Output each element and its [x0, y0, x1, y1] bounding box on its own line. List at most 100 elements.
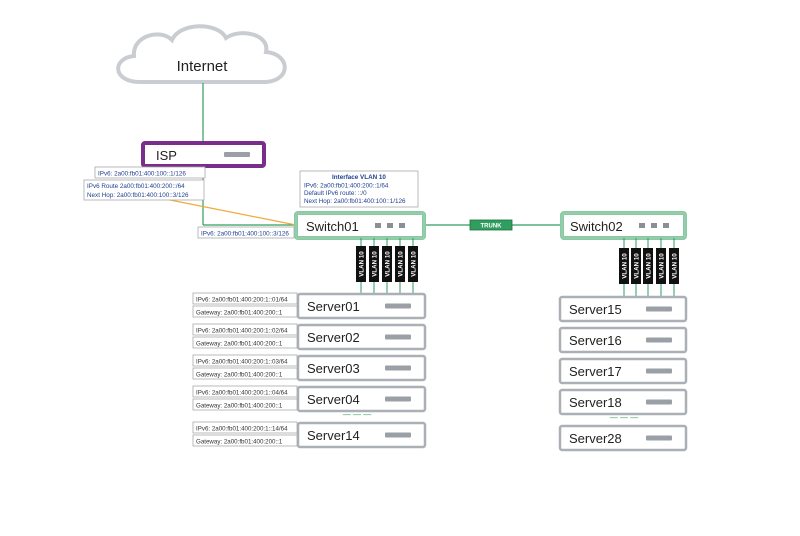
isp-info-box: IPv6: 2a00:fb01:400:100::1/126 IPv6 Rout…	[83, 166, 206, 201]
server-ipv6-box	[192, 292, 298, 305]
vlan-tag-label: VLAN 10	[634, 253, 641, 279]
switch01-uplink-box: IPv6: 2a00:fb01:400:100::3/126	[197, 226, 295, 239]
vlan-tag	[619, 248, 629, 284]
servers-left: Server01 IPv6: 2a00:fb01:400:200:1::01/64…	[192, 292, 427, 449]
server-ipv6-box	[192, 421, 298, 434]
vlan-tag	[656, 248, 666, 284]
ellipsis-right: — — —	[610, 413, 638, 422]
switch01-uplink-ipv6: IPv6: 2a00:fb01:400:100::3/126	[201, 231, 289, 238]
switch01-port-2	[387, 223, 393, 228]
switch01-port-3	[399, 223, 405, 228]
server-gateway: Gateway: 2a00:fb01:400:200::1	[196, 310, 283, 317]
server-box	[558, 326, 688, 354]
isp-label: ISP	[156, 148, 177, 163]
switch01-default-route: Default IPv6 route: ::/0	[304, 190, 367, 197]
vlan-tag	[356, 246, 366, 282]
server-3: Server04	[296, 385, 427, 413]
switch01-interface-box: Interface VLAN 10 IPv6: 2a00:fb01:400:20…	[299, 170, 419, 208]
vlan-tag	[382, 246, 392, 282]
switch01-port-1	[375, 223, 381, 228]
server-4: Server28	[558, 424, 688, 452]
switch01-interface-title: Interface VLAN 10	[332, 174, 386, 181]
isp-route-text: IPv6 Route 2a00:fb01:400:200::/64	[87, 183, 185, 190]
trunk-label: TRUNK	[481, 224, 503, 230]
internet-label: Internet	[177, 58, 229, 75]
server-label: Server02	[307, 330, 360, 345]
ellipsis-left: — — —	[343, 410, 371, 419]
server-box	[558, 424, 688, 452]
server-label: Server16	[569, 333, 622, 348]
server-4: Server14	[296, 421, 427, 449]
switch02-port-1	[639, 223, 645, 228]
server-box	[296, 354, 427, 382]
server-label: Server17	[569, 364, 622, 379]
server-box	[558, 295, 688, 323]
server-box	[296, 385, 427, 413]
server-box	[558, 357, 688, 385]
vlan-tag-label: VLAN 10	[372, 251, 379, 277]
server-label: Server03	[307, 361, 360, 376]
vlan-tag-label: VLAN 10	[622, 253, 629, 279]
route-pointer-line	[149, 195, 297, 226]
server-gateway-box	[192, 336, 298, 349]
server-box	[296, 292, 427, 320]
server-ipv6-box	[192, 385, 298, 398]
server-port-indicator	[385, 365, 411, 371]
server-ipv6: IPv6: 2a00:fb01:400:200:1::01/64	[196, 297, 288, 304]
server-ipv6: IPv6: 2a00:fb01:400:200:1::02/64	[196, 328, 288, 335]
server-ipv6: IPv6: 2a00:fb01:400:200:1::14/64	[196, 426, 288, 433]
server-0: Server15	[558, 295, 688, 323]
server-gateway: Gateway: 2a00:fb01:400:200::1	[196, 439, 283, 446]
server-port-indicator	[385, 432, 411, 438]
server-label: Server14	[307, 428, 360, 443]
server-port-indicator	[385, 396, 411, 402]
switch01: Switch01	[294, 211, 426, 240]
server-label: Server18	[569, 395, 622, 410]
vlan-tag	[395, 246, 405, 282]
server-label: Server15	[569, 302, 622, 317]
server-1: Server02	[296, 323, 427, 351]
vlan-tag-label: VLAN 10	[359, 251, 366, 277]
server-ipv6-box	[192, 323, 298, 336]
server-port-indicator	[646, 337, 672, 343]
vlan-tag-label: VLAN 10	[672, 253, 679, 279]
server-port-indicator	[646, 435, 672, 441]
server-gateway: Gateway: 2a00:fb01:400:200::1	[196, 341, 283, 348]
server-gateway: Gateway: 2a00:fb01:400:200::1	[196, 372, 283, 379]
vlan-links-left: VLAN 10 VLAN 10 VLAN 10 VLAN 10 VLAN 10	[356, 238, 418, 298]
server-label: Server28	[569, 431, 622, 446]
server-2: Server17	[558, 357, 688, 385]
server-0: Server01	[296, 292, 427, 320]
switch02-port-2	[651, 223, 657, 228]
server-port-indicator	[646, 399, 672, 405]
server-gateway-box	[192, 434, 298, 447]
vlan-tag	[669, 248, 679, 284]
server-gateway-box	[192, 367, 298, 380]
vlan-tag-label: VLAN 10	[411, 251, 418, 277]
isp-ipv6-text: IPv6: 2a00:fb01:400:100::1/126	[98, 171, 186, 178]
switch01-interface-ipv6: IPv6: 2a00:fb01:400:200::1/64	[304, 183, 389, 190]
switch02-label: Switch02	[570, 219, 623, 234]
server-ipv6-box	[192, 354, 298, 367]
server-port-indicator	[385, 334, 411, 340]
internet-cloud: Internet	[116, 24, 287, 84]
vlan-tag	[369, 246, 379, 282]
isp-port-indicator	[224, 152, 250, 157]
server-box	[558, 388, 688, 416]
vlan-tag-label: VLAN 10	[385, 251, 392, 277]
server-box	[296, 323, 427, 351]
vlan-tag-label: VLAN 10	[398, 251, 405, 277]
server-port-indicator	[646, 306, 672, 312]
switch02: Switch02	[560, 211, 687, 240]
server-ipv6: IPv6: 2a00:fb01:400:200:1::03/64	[196, 359, 288, 366]
switch01-label: Switch01	[306, 219, 359, 234]
switch01-next-hop: Next Hop: 2a00:fb01:400:100::1/126	[304, 198, 406, 205]
switch02-port-3	[663, 223, 669, 228]
server-box	[296, 421, 427, 449]
server-gateway-box	[192, 305, 298, 318]
server-port-indicator	[385, 303, 411, 309]
vlan-tag	[631, 248, 641, 284]
server-label: Server01	[307, 299, 360, 314]
